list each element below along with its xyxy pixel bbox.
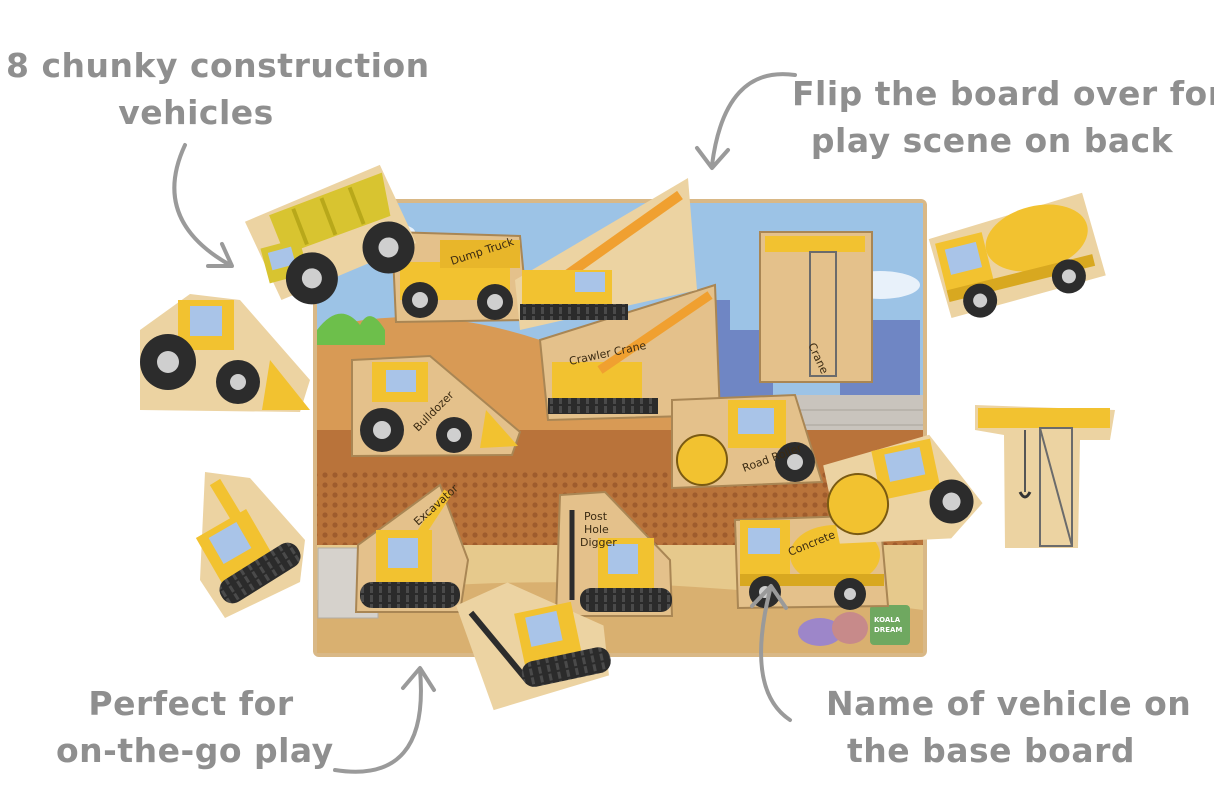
arrow-perfect [333, 668, 423, 774]
road-roller-piece [823, 434, 983, 544]
arrow-vehicles [172, 143, 232, 267]
crawler-crane-piece [515, 178, 697, 330]
callout-perfect-line2: on-the-go play [56, 731, 334, 770]
callout-vehicles: 8 chunky construction vehicles [6, 42, 430, 136]
bulldozer-piece [140, 294, 310, 412]
logo-line2: DREAM [874, 626, 902, 634]
excavator-piece [195, 472, 305, 618]
dump-truck-piece [244, 164, 417, 305]
callout-perfect-for-go: Perfect for on-the-go play [56, 680, 334, 774]
callout-flip-line2: play scene on back [810, 121, 1174, 160]
koala-dream-logo [870, 605, 910, 645]
label-post-hole-digger-2: Hole [584, 523, 609, 536]
callout-vehicle-name: Name of vehicle on the base board [826, 680, 1192, 774]
callout-name-line2: the base board [847, 731, 1135, 770]
crane-piece [975, 405, 1115, 548]
callout-vehicles-line1: 8 chunky construction [6, 46, 430, 85]
callout-flip-line1: Flip the board over for [792, 74, 1214, 113]
logo-line1: KOALA [874, 616, 901, 624]
callout-name-line1: Name of vehicle on [826, 684, 1192, 723]
callout-vehicles-line2: vehicles [118, 93, 274, 132]
label-post-hole-digger-1: Post [584, 510, 608, 523]
concrete-mixer-piece [928, 192, 1106, 319]
arrow-flip [710, 72, 797, 167]
label-post-hole-digger-3: Digger [580, 536, 617, 549]
arrow-name [759, 588, 792, 722]
board-cutouts: Dump Truck Crawler Crane Crane Bulldozer… [351, 230, 890, 617]
callout-flip-board: Flip the board over for play scene on ba… [792, 70, 1214, 164]
callout-perfect-line1: Perfect for [88, 684, 294, 723]
post-hole-digger-piece [456, 582, 611, 711]
callout-arrows [172, 72, 797, 774]
